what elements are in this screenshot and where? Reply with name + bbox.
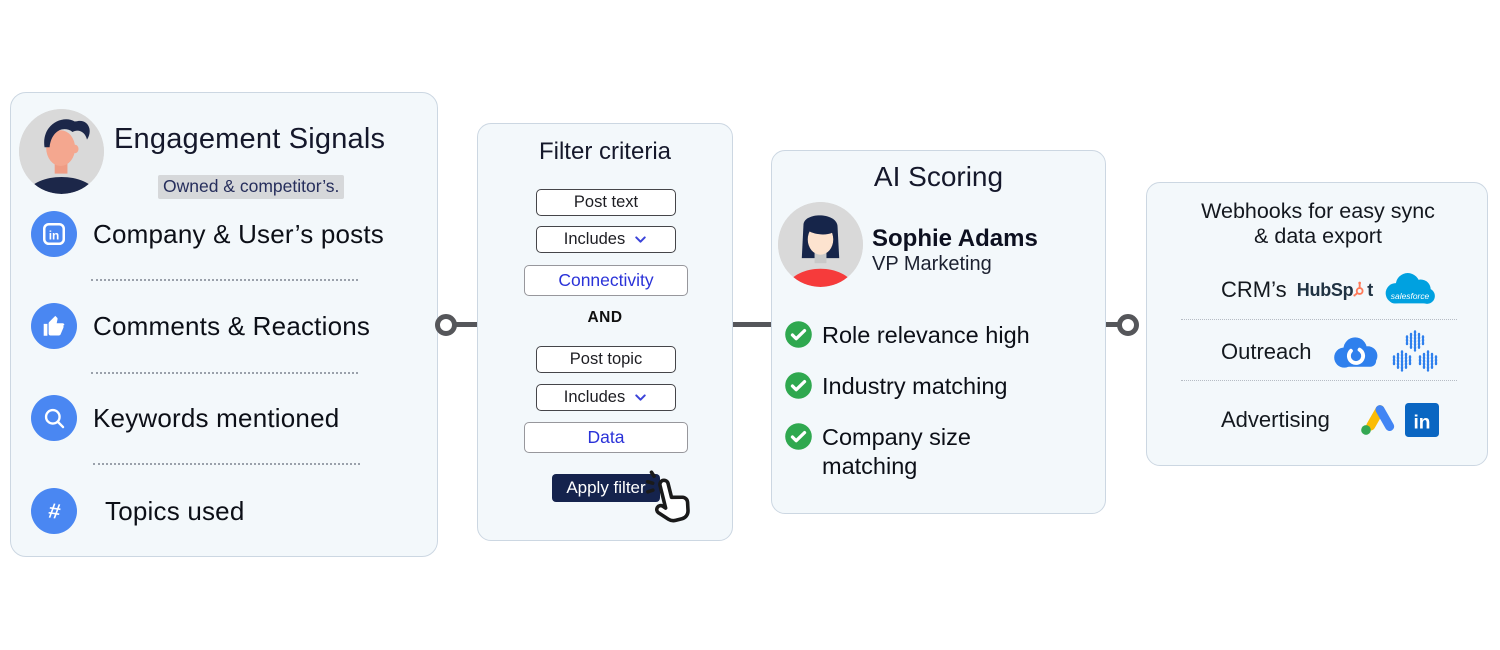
hand-click-cursor-icon bbox=[645, 470, 690, 523]
filter-operator-select[interactable]: Includes bbox=[536, 226, 676, 253]
integration-row-advertising: Advertising in bbox=[1221, 395, 1439, 445]
ai-scoring-card: AI Scoring Sophie Adams VP Marketing Rol… bbox=[771, 150, 1106, 514]
integration-row-crms: CRM’s HubSp t bbox=[1221, 267, 1439, 313]
chevron-down-icon bbox=[635, 394, 646, 401]
webhooks-card: Webhooks for easy sync & data export CRM… bbox=[1146, 182, 1488, 466]
male-avatar bbox=[19, 109, 104, 194]
connector-line bbox=[452, 322, 477, 327]
check-circle-icon bbox=[785, 372, 812, 399]
integration-label: Outreach bbox=[1221, 339, 1312, 364]
check-circle-icon bbox=[785, 321, 812, 348]
card-title: Engagement Signals bbox=[114, 123, 386, 155]
filter-value-input[interactable]: Connectivity bbox=[524, 265, 688, 296]
female-avatar-illustration bbox=[778, 202, 863, 287]
check-row: Company size matching bbox=[784, 422, 1002, 482]
check-row: Industry matching bbox=[784, 371, 1007, 401]
card-title: Webhooks for easy sync & data export bbox=[1201, 199, 1435, 249]
hashtag-icon: # bbox=[31, 488, 77, 534]
signal-row: # Topics used bbox=[31, 488, 245, 534]
signal-row: Comments & Reactions bbox=[31, 303, 370, 349]
operator-label: Includes bbox=[563, 230, 626, 248]
linkedin-logo: in bbox=[1405, 403, 1439, 437]
check-label: Company size matching bbox=[822, 424, 971, 480]
svg-text:salesforce: salesforce bbox=[1391, 291, 1430, 301]
salesforce-logo: salesforce bbox=[1385, 272, 1435, 304]
signal-row: Keywords mentioned bbox=[31, 395, 339, 441]
integration-label: CRM’s bbox=[1221, 277, 1287, 302]
check-label: Industry matching bbox=[822, 373, 1008, 399]
signal-label: Keywords mentioned bbox=[93, 402, 340, 433]
hubspot-sprocket-icon bbox=[1353, 281, 1364, 297]
filter-value-input[interactable]: Data bbox=[524, 422, 688, 453]
search-icon bbox=[31, 395, 77, 441]
linkedin-icon: in bbox=[31, 211, 77, 257]
filter-criteria-card: Filter criteria Post text Includes Conne… bbox=[477, 123, 733, 541]
divider bbox=[1181, 319, 1457, 320]
male-avatar-illustration bbox=[19, 109, 104, 194]
thumbs-up-icon bbox=[31, 303, 77, 349]
connector-line bbox=[732, 322, 771, 327]
card-title: AI Scoring bbox=[873, 161, 1004, 192]
card-title: Filter criteria bbox=[538, 138, 671, 165]
signal-row: in Company & User’s posts bbox=[31, 211, 384, 257]
connector-line bbox=[1106, 322, 1122, 327]
engagement-signals-card: Engagement Signals Owned & competitor’s.… bbox=[10, 92, 438, 557]
check-row: Role relevance high bbox=[784, 320, 1030, 350]
filter-operator-select[interactable]: Includes bbox=[536, 384, 676, 411]
integration-label: Advertising bbox=[1221, 407, 1330, 432]
filter-field-input[interactable]: Post text bbox=[536, 189, 676, 216]
signal-label: Company & User’s posts bbox=[93, 218, 384, 249]
person-name: Sophie Adams bbox=[872, 225, 1038, 252]
check-circle-icon bbox=[785, 423, 812, 450]
salesloft-logo bbox=[1392, 330, 1438, 372]
svg-text:in: in bbox=[1414, 413, 1431, 434]
integration-row-outreach: Outreach bbox=[1221, 327, 1439, 377]
operator-label: Includes bbox=[563, 388, 626, 406]
hubspot-text: t bbox=[1367, 279, 1373, 300]
outreach-cloud-logo bbox=[1334, 336, 1378, 368]
card-subtitle: Owned & competitor’s. bbox=[158, 175, 345, 199]
chevron-down-icon bbox=[635, 236, 646, 243]
google-ads-logo bbox=[1361, 405, 1395, 435]
filter-conjunction: AND bbox=[587, 309, 623, 326]
divider bbox=[1181, 380, 1457, 381]
hubspot-logo: HubSp t bbox=[1297, 280, 1373, 301]
check-label: Role relevance high bbox=[822, 322, 1030, 348]
signal-label: Comments & Reactions bbox=[93, 310, 371, 341]
signal-label: Topics used bbox=[105, 495, 245, 526]
divider bbox=[91, 372, 358, 374]
divider bbox=[91, 279, 358, 281]
apply-filter-button[interactable]: Apply filter bbox=[552, 474, 660, 502]
connector-node bbox=[1117, 314, 1139, 336]
divider bbox=[93, 463, 360, 465]
person-role: VP Marketing bbox=[872, 253, 992, 275]
female-avatar bbox=[778, 202, 863, 287]
svg-text:#: # bbox=[46, 498, 61, 523]
svg-text:in: in bbox=[49, 228, 60, 242]
hubspot-text: HubSp bbox=[1296, 279, 1354, 300]
filter-field-input[interactable]: Post topic bbox=[536, 346, 676, 373]
